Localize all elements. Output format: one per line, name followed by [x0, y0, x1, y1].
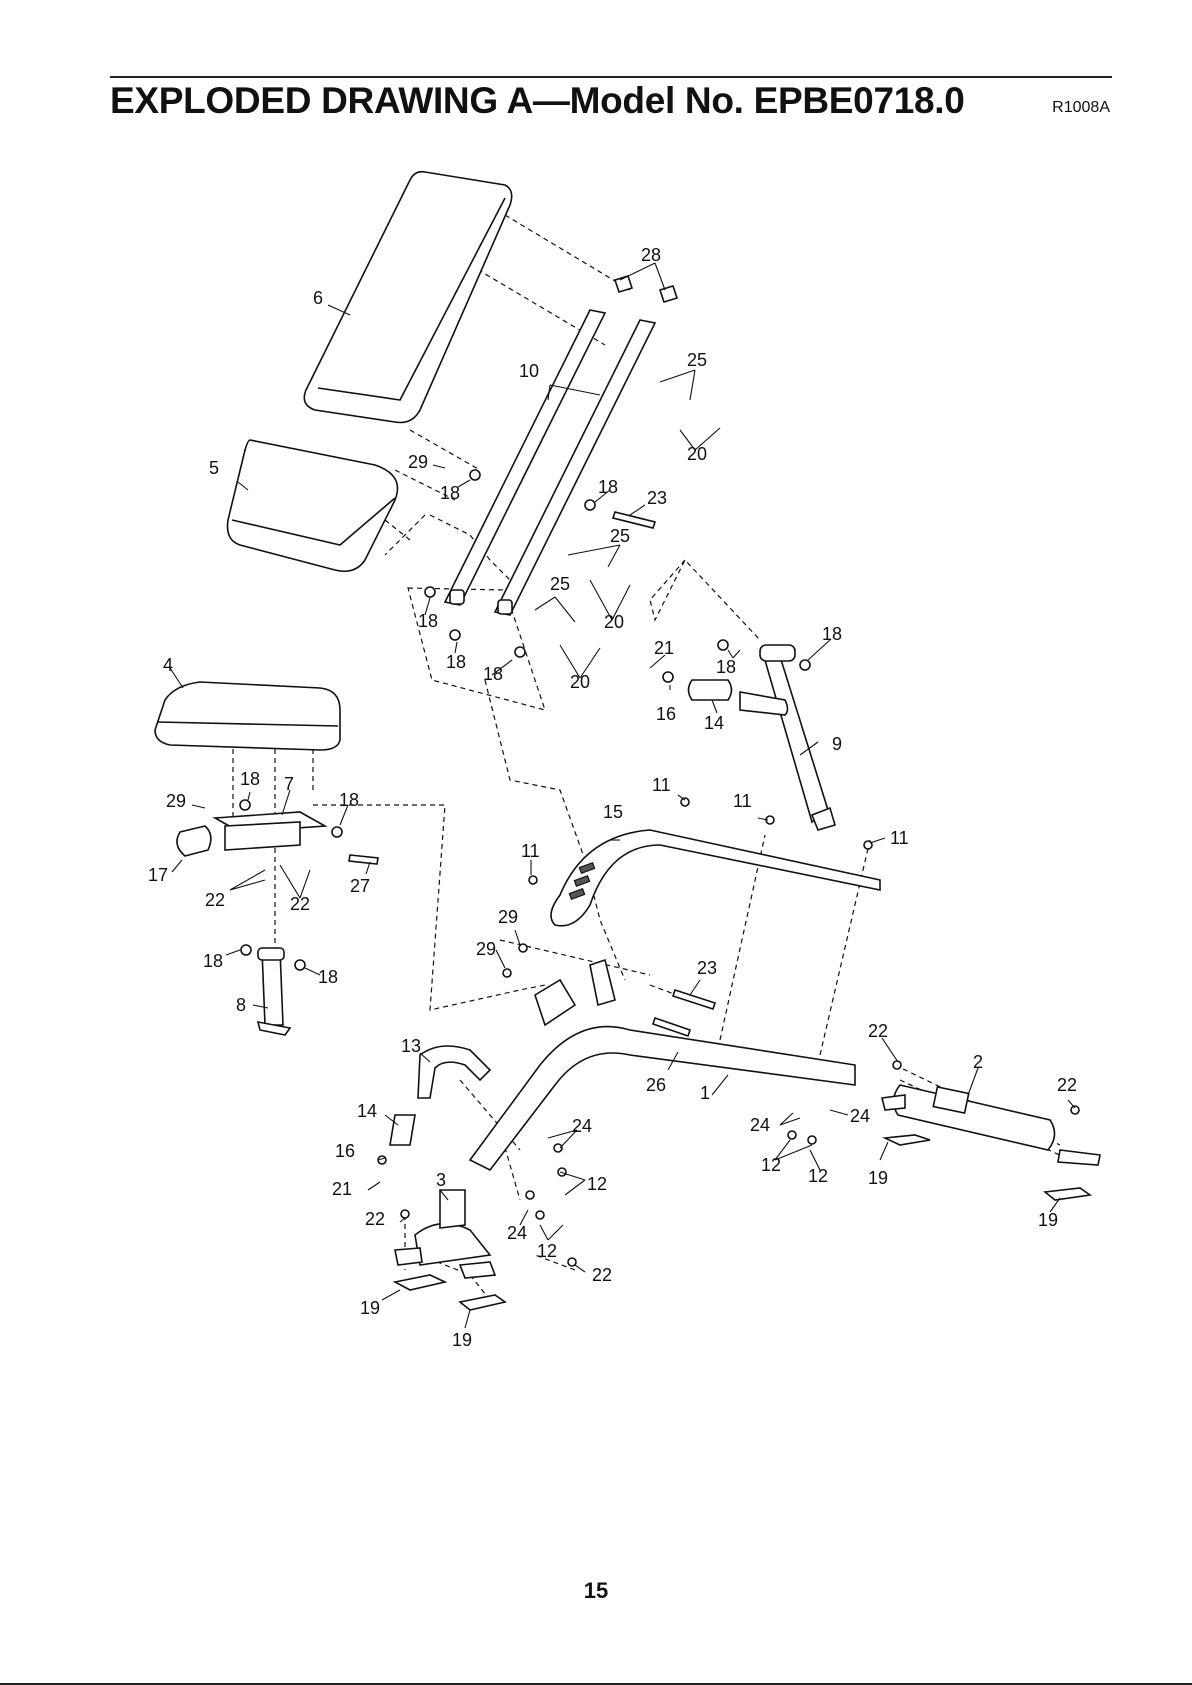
callout: 24 [750, 1115, 770, 1135]
back-pad-part-6 [304, 172, 511, 423]
callout: 26 [646, 1075, 666, 1095]
callout: 18 [440, 483, 460, 503]
roller-part-17 [177, 826, 211, 856]
callout: 25 [550, 574, 570, 594]
callout: 22 [365, 1209, 385, 1229]
callout: 22 [868, 1021, 888, 1041]
front-stabilizer-part-3 [395, 1190, 495, 1278]
callout: 23 [647, 488, 667, 508]
callout: 19 [452, 1330, 472, 1350]
callout: 9 [832, 734, 842, 754]
callout: 18 [483, 664, 503, 684]
callout: 29 [476, 939, 496, 959]
callout: 12 [808, 1166, 828, 1186]
callout: 11 [733, 791, 752, 811]
callout: 18 [318, 967, 338, 987]
callout: 3 [436, 1170, 446, 1190]
callout: 16 [335, 1141, 355, 1161]
callout: 22 [290, 894, 310, 914]
callout: 19 [1038, 1210, 1058, 1230]
callout: 23 [697, 958, 717, 978]
leg-tube-part-9 [760, 645, 835, 830]
main-frame-part-1 [470, 960, 855, 1170]
callout: 18 [203, 951, 223, 971]
seat-bracket-part-7 [215, 812, 325, 850]
callout: 15 [603, 802, 623, 822]
callout: 14 [357, 1101, 377, 1121]
callout: 25 [687, 350, 707, 370]
callout: 11 [652, 775, 671, 795]
seat-pad-part-5 [228, 440, 398, 571]
callout: 25 [610, 526, 630, 546]
callout: 20 [570, 672, 590, 692]
callout: 19 [360, 1298, 380, 1318]
callout: 14 [704, 713, 724, 733]
callout: 24 [850, 1106, 870, 1126]
callout: 18 [822, 624, 842, 644]
callout: 18 [418, 611, 438, 631]
callout: 4 [163, 655, 173, 675]
callout: 21 [654, 638, 674, 658]
callout: 28 [641, 245, 661, 265]
callout: 20 [604, 612, 624, 632]
callout: 21 [332, 1179, 352, 1199]
page-number: 15 [0, 1578, 1192, 1604]
callout: 18 [339, 790, 359, 810]
caps-part-28 [615, 276, 677, 302]
callout: 5 [209, 458, 219, 478]
callout: 2 [973, 1052, 983, 1072]
callout: 24 [572, 1116, 592, 1136]
callout: 13 [401, 1036, 421, 1056]
callout: 8 [236, 995, 246, 1015]
callout: 20 [687, 444, 707, 464]
callout-leader-lines [170, 263, 1075, 1328]
callout: 12 [587, 1174, 607, 1194]
roller-part-14b [390, 1115, 415, 1145]
callout: 18 [446, 652, 466, 672]
callout: 29 [408, 452, 428, 472]
callout: 17 [148, 865, 168, 885]
callout: 29 [498, 907, 518, 927]
handle-part-13 [418, 1046, 490, 1098]
callout: 11 [521, 841, 540, 861]
seat-cushion-part-4 [155, 682, 340, 750]
callout: 12 [537, 1241, 557, 1261]
callout: 6 [313, 288, 323, 308]
callout: 18 [598, 477, 618, 497]
back-tubes-part-10 [445, 310, 655, 615]
callout: 22 [592, 1265, 612, 1285]
seat-post-part-8 [258, 948, 290, 1035]
callout: 18 [240, 769, 260, 789]
callout: 10 [519, 361, 539, 381]
callout: 16 [656, 704, 676, 724]
callout: 18 [716, 657, 736, 677]
callout: 29 [166, 791, 186, 811]
callout: 27 [350, 876, 370, 896]
rear-stabilizer-part-2 [882, 1085, 1100, 1165]
callout: 22 [1057, 1075, 1077, 1095]
seat-rail-part-15 [551, 830, 880, 926]
callout: 7 [284, 774, 294, 794]
callout: 19 [868, 1168, 888, 1188]
callout: 24 [507, 1223, 527, 1243]
callout: 11 [890, 828, 909, 848]
feet-part-19 [395, 1135, 1090, 1310]
callout: 22 [205, 890, 225, 910]
callout: 12 [761, 1155, 781, 1175]
callout: 1 [700, 1083, 710, 1103]
